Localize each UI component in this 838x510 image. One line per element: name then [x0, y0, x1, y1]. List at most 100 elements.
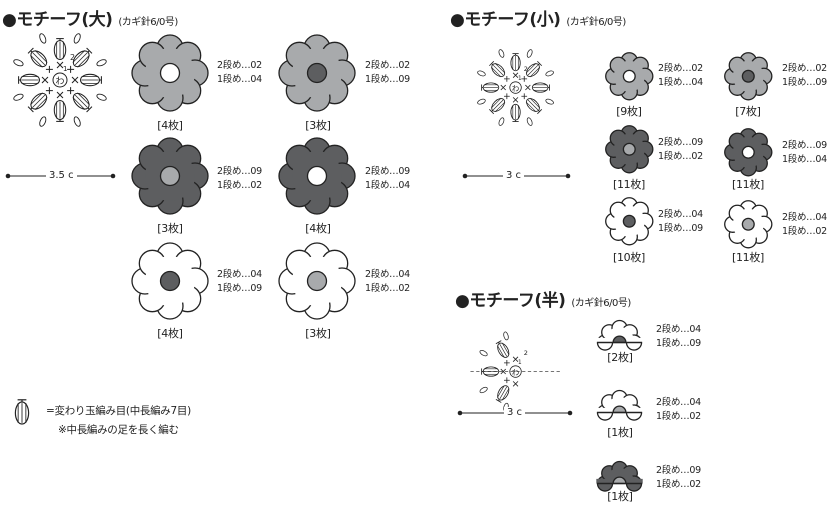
count-label: [1枚] — [607, 426, 633, 439]
magic-ring — [52, 72, 68, 88]
title-text: ●モチーフ(半) — [455, 291, 566, 311]
round-2-label: 2 — [524, 350, 528, 358]
puff-top-stem — [538, 110, 541, 113]
chain-stitch — [477, 70, 487, 77]
half-flower-motif — [596, 461, 644, 493]
petal-fill — [605, 327, 635, 342]
puff-line — [526, 63, 537, 74]
single-crochet-mark — [56, 91, 64, 99]
puff-line — [34, 97, 48, 110]
rows-label: 2段め…04 1段め…09 — [217, 268, 262, 296]
dimension-end — [110, 173, 116, 179]
row2-label: 2段め…04 — [365, 269, 410, 280]
hook-size-text: (カギ針6/0号) — [566, 17, 626, 28]
plus-mark — [521, 93, 528, 100]
count-label: [3枚] — [157, 222, 183, 235]
magic-ring — [509, 365, 523, 379]
chain-stitch — [477, 99, 487, 105]
row1-label: 1段め…04 — [217, 74, 262, 85]
flower-center — [741, 145, 755, 159]
row2-label: 2段め…09 — [365, 166, 410, 177]
crochet-chart: わ21 — [470, 331, 562, 413]
crochet-chart: わ21 — [13, 33, 107, 127]
row2-label: 2段め…04 — [217, 269, 262, 280]
row2-label: 2段め…02 — [365, 60, 410, 71]
single-crochet-mark — [500, 369, 507, 375]
row1-label: 1段め…02 — [782, 226, 827, 237]
flower-motif — [131, 137, 209, 215]
plus-mark — [504, 377, 511, 384]
puff-line — [526, 102, 537, 113]
row2-label: 2段め…04 — [656, 324, 701, 335]
row2-label: 2段め…02 — [217, 60, 262, 71]
row1-label: 1段め…02 — [656, 479, 701, 490]
puff-top — [86, 106, 93, 113]
size-label: 3 c — [504, 407, 526, 418]
plus-mark — [521, 76, 528, 83]
flower-center — [159, 62, 181, 84]
puff-line — [34, 50, 48, 63]
row2-label: 2段め…02 — [658, 63, 703, 74]
dimension-end — [565, 173, 571, 179]
hook-size-text: (カギ針6/0号) — [571, 298, 631, 309]
count-label: [4枚] — [157, 119, 183, 132]
flower-center — [741, 69, 755, 83]
plus-mark — [45, 65, 53, 73]
flower-center — [159, 165, 181, 187]
rows-label: 2段め…09 1段め…02 — [656, 464, 701, 492]
chain-stitch — [73, 116, 81, 127]
chain-stitch — [479, 350, 489, 357]
puff-line — [499, 387, 508, 400]
row2-label: 2段め…09 — [656, 465, 701, 476]
title-text: ●モチーフ(小) — [450, 10, 561, 30]
row1-label: 1段め…09 — [656, 338, 701, 349]
puff-line — [497, 345, 506, 359]
magic-ring-label: わ — [512, 84, 519, 93]
count-label: [3枚] — [305, 327, 331, 340]
legend-text: =変わり玉編み目(中長編み7目) — [46, 405, 191, 417]
magic-ring — [509, 81, 523, 95]
puff-line — [493, 65, 504, 76]
single-crochet-mark — [71, 76, 79, 84]
round-1-label: 1 — [63, 65, 67, 73]
flower-center — [741, 217, 755, 231]
flower-motif — [131, 34, 209, 112]
count-label: [3枚] — [305, 119, 331, 132]
plus-mark — [504, 76, 511, 83]
legend-note: ※中長編みの足を長く編む — [58, 424, 179, 436]
flower-motif — [723, 51, 773, 101]
puff-line — [74, 52, 88, 66]
flower-motif — [278, 137, 356, 215]
size-label: 3 c — [503, 170, 525, 181]
flower-center — [612, 405, 628, 414]
puff-line — [502, 343, 510, 356]
puff-stitch-symbol — [496, 340, 510, 359]
puff-top — [496, 340, 502, 345]
puff-line — [77, 54, 90, 68]
chain-stitch — [527, 117, 533, 127]
chain-stitch — [39, 33, 47, 44]
puff-top-stem — [87, 107, 90, 110]
puff-stitch-symbol — [72, 47, 93, 68]
row1-label: 1段め…09 — [217, 283, 262, 294]
single-crochet-mark — [525, 85, 532, 91]
row1-label: 1段め…02 — [217, 180, 262, 191]
rows-label: 2段め…02 1段め…04 — [217, 59, 262, 87]
chain-stitch — [503, 331, 510, 341]
puff-line — [528, 100, 539, 111]
count-label: [9枚] — [616, 105, 642, 118]
flower-center — [622, 69, 636, 83]
puff-stitch-symbol — [526, 98, 543, 115]
chain-stitch — [545, 99, 555, 105]
single-crochet-mark — [513, 356, 519, 363]
flower-motif — [723, 199, 773, 249]
row1-label: 1段め…02 — [658, 151, 703, 162]
chain-stitch — [527, 49, 533, 59]
puff-line — [502, 388, 510, 401]
puff-top-stem — [498, 342, 501, 345]
hook-size-text: (カギ針6/0号) — [118, 17, 178, 28]
